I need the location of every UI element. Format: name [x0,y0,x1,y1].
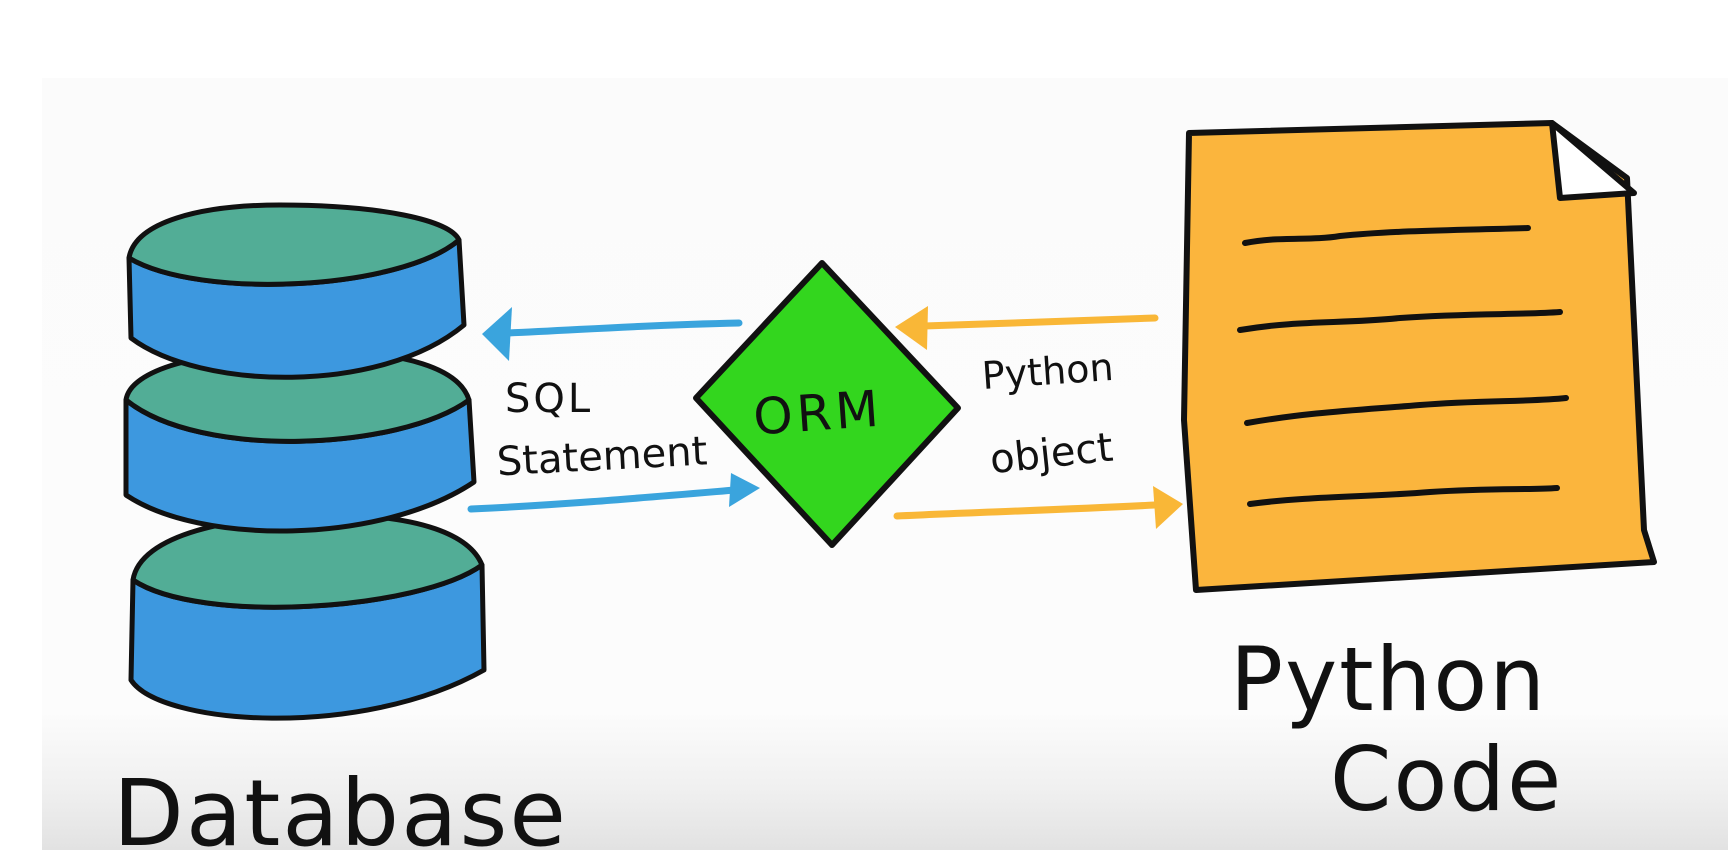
python-code-label-line-2: Code [1330,728,1563,831]
python-object-arrows [893,306,1183,529]
python-code-label-line-1: Python [1230,628,1547,731]
document-line-2 [1237,309,1563,333]
arrow-database-to-orm [467,473,760,513]
arrow-document-to-orm-line [920,314,1159,330]
python-object-label: Python object [980,345,1115,483]
database-icon [123,202,487,721]
document-line-4 [1247,485,1560,507]
arrow-orm-to-document [893,486,1183,529]
python-object-label-line-2: object [988,425,1115,484]
arrow-document-to-orm-head [895,306,928,350]
document-text-lines [1237,225,1569,507]
sql-label-line-2: Statement [496,428,709,485]
arrow-orm-to-database-head [482,307,512,361]
python-code-label: Python Code [1230,628,1563,831]
arrow-orm-to-document-head [1153,486,1183,529]
orm-diamond-shape [693,260,961,548]
document-line-1 [1242,225,1531,246]
sql-label-line-1: SQL [505,376,593,422]
arrow-orm-to-document-line [893,501,1159,520]
arrow-database-to-orm-line [467,486,739,513]
document-line-3 [1244,395,1569,426]
python-code-document-icon [1181,120,1657,593]
sql-arrows [467,307,760,513]
database-label: Database [113,760,568,850]
database-disk-top-top [126,202,462,287]
document-folded-corner [1549,120,1637,201]
arrow-orm-to-database-line [504,319,743,337]
arrow-document-to-orm [895,306,1159,350]
orm-node: ORM [693,260,961,548]
orm-label: ORM [751,380,884,447]
python-object-label-line-1: Python [980,345,1114,398]
database-disk-bottom [128,512,487,721]
arrow-database-to-orm-head [729,473,760,507]
database-disk-top [126,202,467,380]
database-disk-bottom-top [130,512,485,610]
sql-statement-label: SQL Statement [496,376,709,485]
arrow-orm-to-database [482,307,743,361]
